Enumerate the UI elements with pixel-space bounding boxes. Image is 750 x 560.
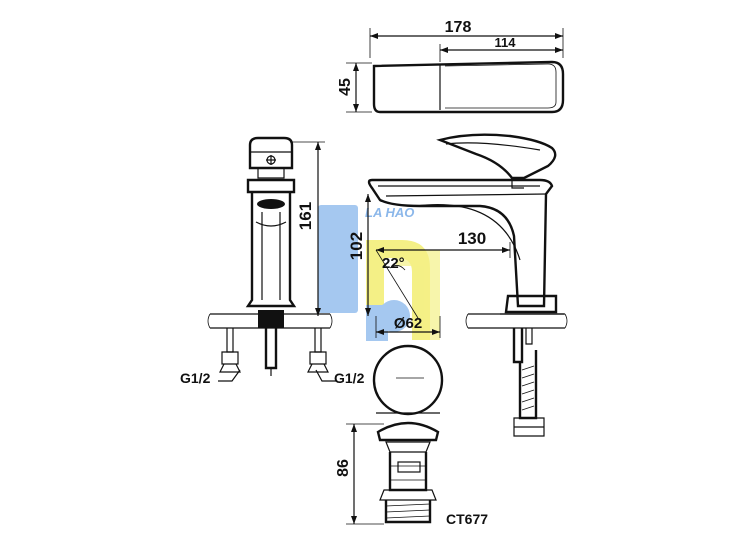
dim-side-height: 161 bbox=[296, 202, 315, 230]
dim-angle: 22° bbox=[382, 255, 405, 272]
dim-spout-height: 102 bbox=[347, 232, 366, 260]
dim-top-height: 45 bbox=[337, 78, 354, 96]
label-thread-left: G1/2 bbox=[180, 370, 211, 386]
label-thread-right: G1/2 bbox=[334, 370, 365, 386]
top-view: 178 114 45 bbox=[337, 19, 565, 114]
dim-top-inner: 114 bbox=[495, 35, 517, 50]
dim-top-width: 178 bbox=[445, 19, 472, 36]
dim-spout-reach: 130 bbox=[458, 229, 486, 248]
side-view: 161 G1/2 G1/2 bbox=[180, 136, 365, 386]
dim-base-diameter: Ø62 bbox=[394, 315, 422, 332]
dim-drain-height: 86 bbox=[335, 459, 352, 477]
drain-view: 86 CT677 bbox=[335, 344, 488, 527]
watermark-text: LA HAO bbox=[365, 205, 414, 220]
watermark-logo: LA HAO bbox=[318, 205, 440, 341]
front-view: 130 102 22° Ø62 bbox=[347, 133, 568, 437]
label-drain-model: CT677 bbox=[446, 511, 488, 527]
